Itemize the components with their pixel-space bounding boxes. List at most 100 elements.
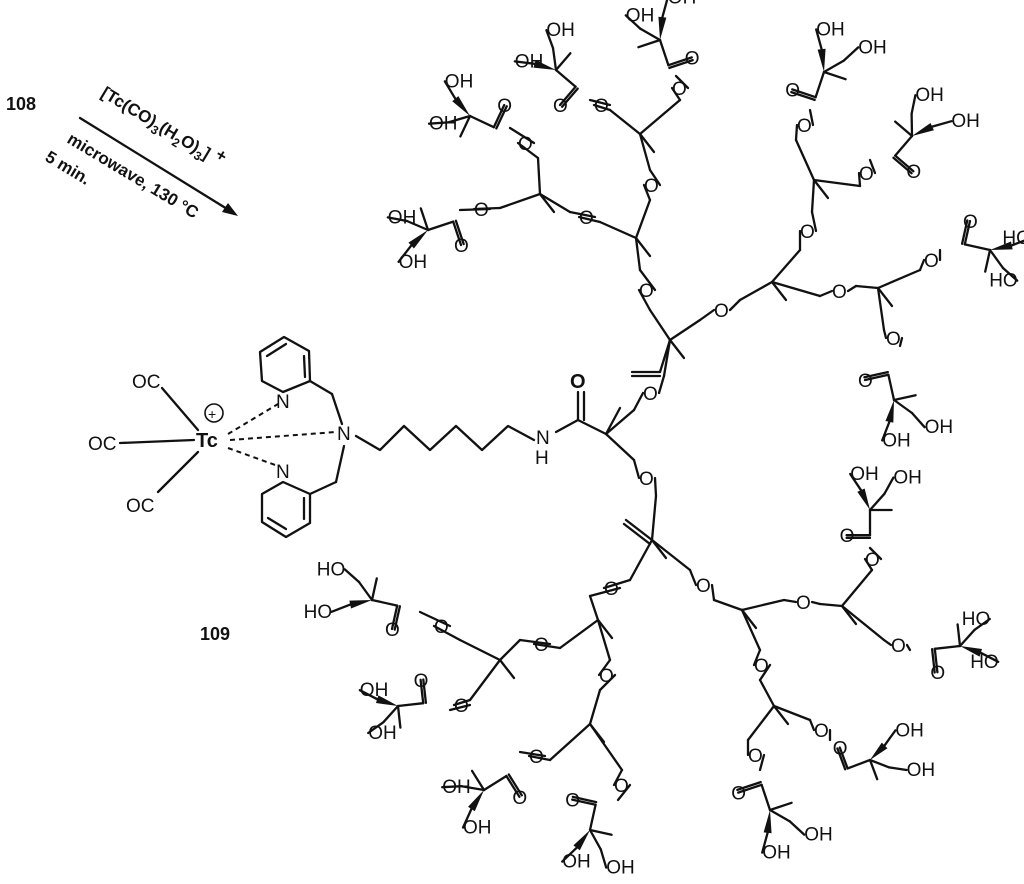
bond [895,136,912,156]
branch-bond [878,270,920,288]
ester-o: O [534,635,549,656]
carbonyl-o: O [454,236,469,257]
wedge-bond [885,400,894,423]
branch-bond [748,706,774,740]
branch-bond [500,194,540,208]
hydroxyl-group: OH [368,723,397,744]
ester-bond [659,376,664,393]
methyl-bond [895,122,912,136]
carbonyl-o: O [512,788,527,809]
hydroxyl-group: HO [962,609,991,630]
carbonyl-o: O [497,96,512,117]
hydroxyl-group: HO [304,602,333,623]
reactant-number: 108 [6,94,36,114]
branch-bond [560,620,598,648]
hydroxyl-group: HO [970,652,999,673]
bond [398,703,423,706]
hydroxyl-group: OH [445,71,474,92]
methyl-bond [770,803,792,810]
ester-o: O [644,176,659,197]
hydroxymethyl-bond [960,630,975,646]
branch-bond [650,310,670,340]
methyl-bond [638,40,660,47]
hydroxymethyl-bond [770,810,790,821]
ester-bond [655,478,656,496]
branch-bond [470,660,500,700]
carbonyl-o: O [930,663,945,684]
hydroxymethyl-bond [640,29,660,40]
ester-o: O [814,721,829,742]
bond [816,72,824,97]
amide-o: O [570,371,586,393]
branch-bond [630,540,652,580]
hydroxyl-group: OH [388,207,417,228]
hydroxyl-group: OH [442,777,471,798]
carbonyl-o: O [906,162,921,183]
methyl-bond [670,340,684,358]
branch-bond [610,110,640,134]
ester-o: O [859,164,874,185]
carbonyl-bond [624,524,650,544]
ester-bond [634,393,643,410]
methyl-bond [398,706,400,728]
hydroxymethyl-bond [553,48,556,70]
hydroxyl-group: OH [562,852,591,873]
ester-o: O [832,282,847,303]
methyl-bond [556,53,570,70]
branch-bond [590,596,598,620]
hydroxyl-group: HO [1002,228,1024,249]
branch-bond [772,250,800,282]
hydroxymethyl-bond [894,400,912,413]
branch-bond [820,604,842,606]
ester-o: O [614,776,629,797]
technetium-atom: Tc [196,430,218,452]
carbonyl-o: O [414,671,429,692]
bond [556,70,576,87]
hydroxymethyl-bond [359,582,372,600]
ester-o: O [796,593,811,614]
hydroxyl-group: OH [858,37,887,58]
ester-o: O [865,550,880,571]
branch-bond [540,194,570,212]
ester-o: O [886,329,901,350]
hydroxymethyl-bond [889,767,906,770]
carbonyl-o: O [840,526,855,547]
hydroxymethyl-bond [885,730,896,745]
ester-o: O [434,617,449,638]
hexyl-linker [356,426,534,450]
hydroxymethyl-bond [990,250,1003,268]
bond [848,760,870,768]
branch-bond [500,640,520,660]
ester-o: O [891,636,906,657]
hydroxyl-group: OH [399,252,428,273]
branch-bond [714,600,742,610]
ester-o: O [474,200,489,221]
methyl-bond [540,194,554,212]
branch-bond [600,222,636,238]
hydroxyl-group: HO [989,271,1018,292]
bond [470,116,494,127]
hydroxyl-group: OH [882,430,911,451]
amine-n: N [337,424,351,445]
hydroxyl-group: OH [907,760,936,781]
hydroxyl-group: OH [606,858,635,879]
bond [590,805,596,830]
ester-o: O [672,79,687,100]
carbonyl-o: O [731,784,746,805]
methyl-bond [500,660,514,678]
hydroxyl-group: OH [626,5,655,26]
hydroxymethyl-bond [932,121,951,126]
carbonyl-o: O [785,80,800,101]
ester-o: O [454,696,469,717]
bond [762,785,770,810]
carbonyl-bond [626,520,652,540]
hydroxyl-group: OH [915,85,944,106]
branch-bond [796,140,814,180]
ester-o: O [797,116,812,137]
branch-bond [814,180,860,186]
ester-o: O [800,222,815,243]
bond [660,40,668,65]
bond [428,222,453,230]
carbonyl-o: O [833,739,848,760]
